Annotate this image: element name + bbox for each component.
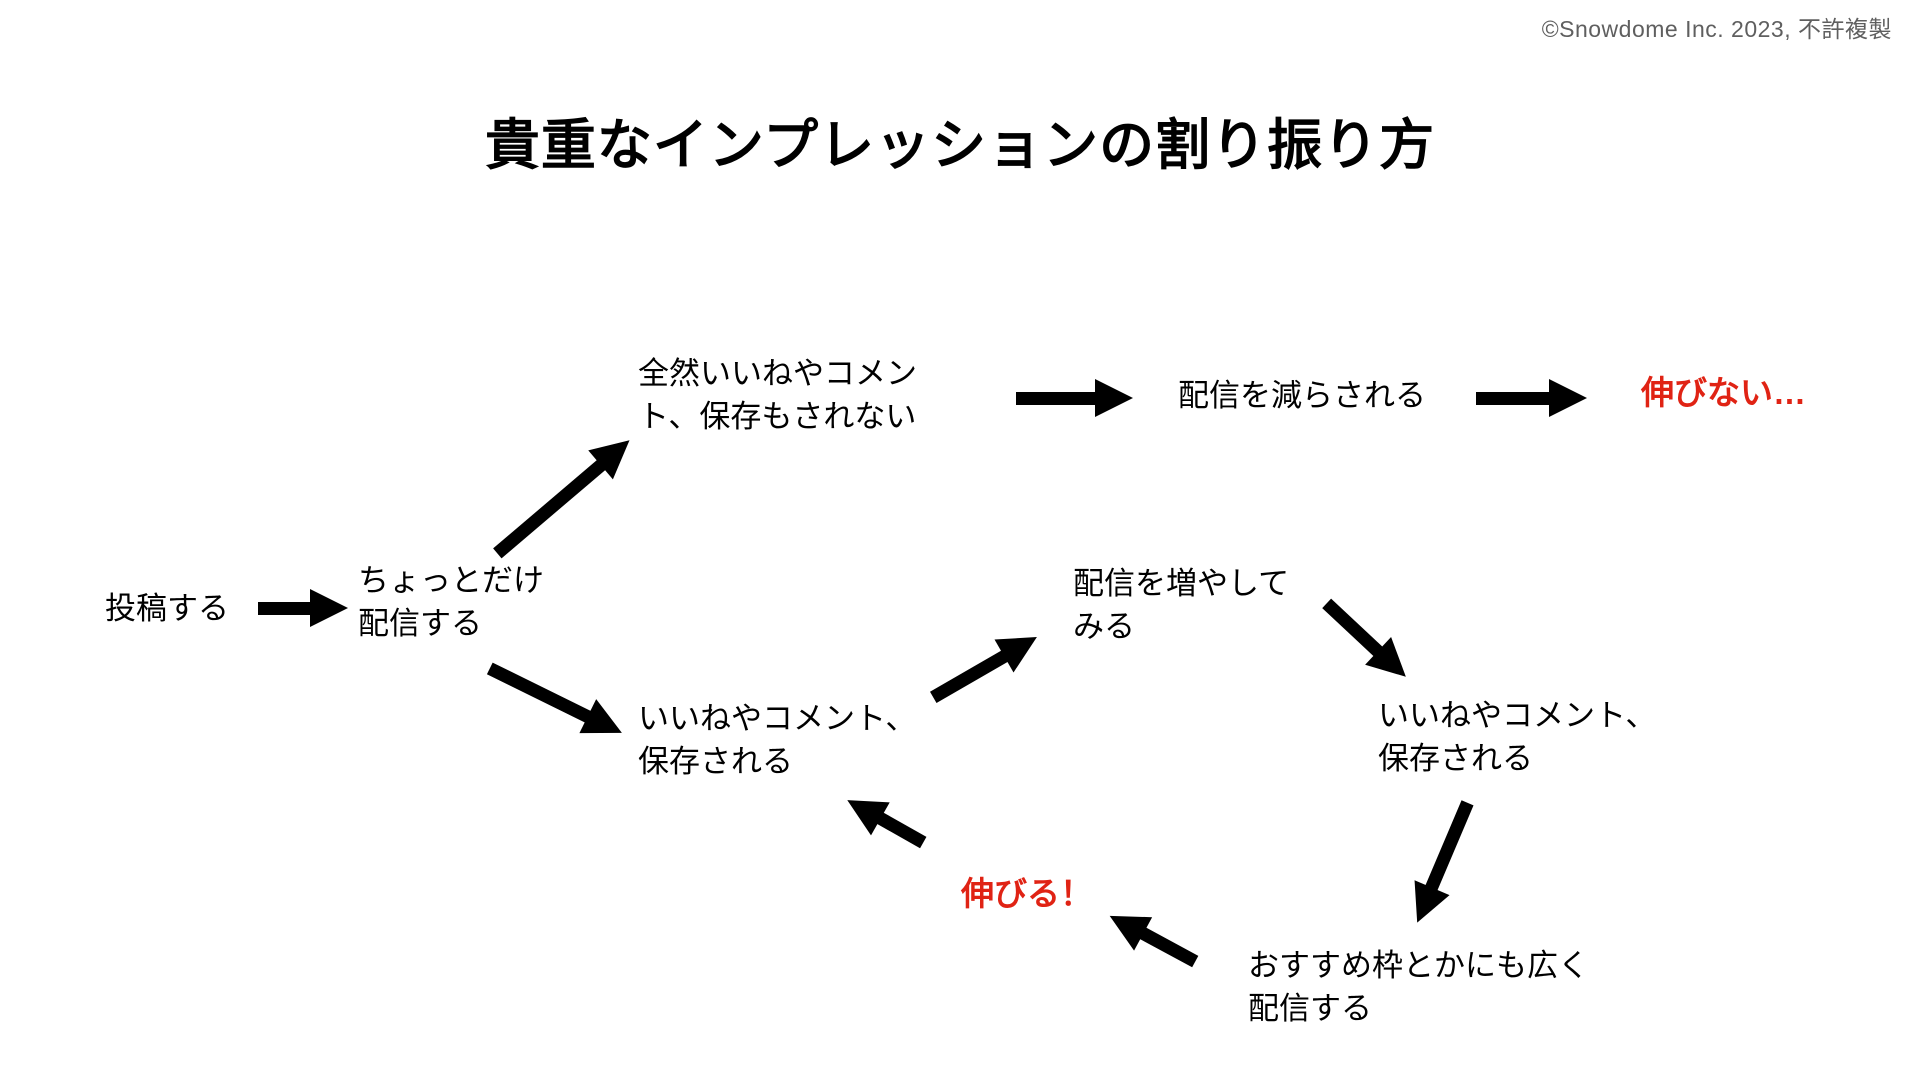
arrow-little-to-no-engagement-icon bbox=[484, 425, 642, 568]
arrow-little-to-engagement-icon bbox=[481, 650, 631, 751]
node-no-growth-label: 伸びない… bbox=[1641, 374, 1806, 411]
arrow-reduced-to-no-growth-icon bbox=[1476, 378, 1587, 418]
node-engagement-2-label-line1: いいねやコメント、 bbox=[1378, 698, 1657, 733]
node-recommend-widely-label-line1: おすすめ枠とかにも広く bbox=[1248, 948, 1589, 983]
page-title: 貴重なインプレッションの割り振り方 bbox=[484, 114, 1436, 176]
node-post-label: 投稿する bbox=[105, 591, 229, 626]
node-no-growth: 伸びない… bbox=[1641, 371, 1806, 414]
node-distribute-little: ちょっとだけ 配信する bbox=[358, 559, 544, 645]
node-distribution-reduced-label: 配信を減らされる bbox=[1178, 378, 1426, 413]
arrow-increase-to-engagement2-icon bbox=[1313, 588, 1419, 691]
node-engagement-2-label-line2: 保存される bbox=[1378, 741, 1533, 776]
node-growth-label: 伸びる！ bbox=[961, 875, 1093, 912]
node-increase-distribution-label-line2: みる bbox=[1073, 609, 1135, 644]
node-engagement-2: いいねやコメント、 保存される bbox=[1378, 694, 1656, 780]
node-increase-distribution-label-line1: 配信を増やして bbox=[1073, 566, 1290, 601]
node-engagement-1: いいねやコメント、 保存される bbox=[638, 697, 916, 783]
node-recommend-widely: おすすめ枠とかにも広く 配信する bbox=[1248, 944, 1589, 1030]
node-no-engagement-label-line1: 全然いいねやコメン bbox=[638, 356, 917, 391]
arrow-recommend-to-growth-icon bbox=[1100, 898, 1204, 979]
node-no-engagement-label-line2: ト、保存もされない bbox=[638, 399, 917, 434]
node-distribute-little-label-line1: ちょっとだけ bbox=[358, 563, 544, 598]
node-post: 投稿する bbox=[105, 587, 229, 630]
node-recommend-widely-label-line2: 配信する bbox=[1248, 991, 1372, 1026]
node-no-engagement: 全然いいねやコメン ト、保存もされない bbox=[638, 352, 917, 438]
node-growth: 伸びる！ bbox=[961, 872, 1093, 915]
arrow-growth-to-engagement-loop-icon bbox=[837, 783, 932, 861]
arrow-post-to-little-icon bbox=[258, 588, 348, 628]
arrow-engagement2-to-recommend-icon bbox=[1399, 795, 1487, 931]
node-increase-distribution: 配信を増やして みる bbox=[1073, 562, 1289, 648]
node-distribution-reduced: 配信を減らされる bbox=[1178, 374, 1426, 417]
node-distribute-little-label-line2: 配信する bbox=[358, 606, 482, 641]
node-engagement-1-label-line2: 保存される bbox=[638, 744, 793, 779]
arrow-engagement-to-increase-icon bbox=[923, 620, 1047, 715]
arrow-no-engagement-to-reduced-icon bbox=[1016, 378, 1133, 418]
node-engagement-1-label-line1: いいねやコメント、 bbox=[638, 701, 917, 736]
copyright-notice: ©Snowdome Inc. 2023, 不許複製 bbox=[1541, 16, 1892, 42]
